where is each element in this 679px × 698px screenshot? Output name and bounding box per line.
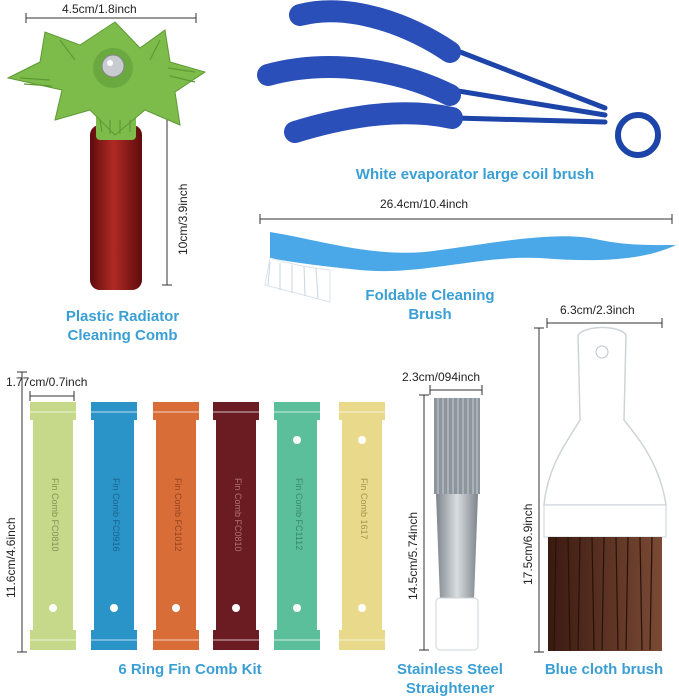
radiator-comb: [6, 21, 207, 290]
dimension-lines: [17, 13, 673, 653]
fin-comb-kit-label: 6 Ring Fin Comb Kit: [118, 661, 262, 678]
foldable-brush: [264, 232, 676, 303]
straightener-label: Stainless Steel Straightener: [380, 660, 520, 698]
steel-straightener: [434, 398, 480, 651]
radiator-label-line2: Cleaning Comb: [67, 327, 178, 344]
ring-comb-4: [213, 402, 259, 650]
cloth-brush-height-dimension: 17.5cm/6.9inch: [521, 503, 535, 585]
radiator-label-line1: Plastic Radiator: [65, 308, 180, 325]
radiator-width-dimension: 4.5cm/1.8inch: [62, 2, 137, 16]
straightener-label-line2: Straightener: [405, 680, 495, 697]
ring-comb-2-text: Fin Comb FC0916: [111, 478, 121, 552]
radiator-comb-label: Plastic Radiator Cleaning Comb: [40, 307, 205, 345]
straightener-width-dimension: 2.3cm/094inch: [402, 370, 481, 384]
straightener-label-line1: Stainless Steel: [397, 661, 503, 678]
cloth-brush: [543, 326, 667, 651]
foldable-brush-label: Foldable Cleaning Brush: [340, 286, 520, 324]
straightener-height-dimension: 14.5cm/5.74inch: [406, 511, 420, 600]
ring-comb-1: [30, 402, 76, 650]
cloth-brush-label: Blue cloth brush: [544, 661, 664, 678]
ring-comb-3: [153, 402, 199, 650]
ring-comb-height-dimension: 11.6cm/4.6inch: [4, 517, 18, 599]
coil-brush-label: White evaporator large coil brush: [355, 166, 595, 183]
ring-comb-1-text: Fin Comb FC0810: [50, 478, 60, 552]
ring-fin-combs: [30, 402, 385, 650]
ring-comb-5: [274, 402, 320, 650]
foldable-label-line2: Brush: [408, 306, 452, 323]
ring-comb-3-text: Fin Comb FC1012: [173, 478, 183, 552]
foldable-width-dimension: 26.4cm/10.4inch: [380, 197, 469, 211]
ring-comb-width-dimension: 1.77cm/0.7inch: [6, 375, 88, 389]
coil-brush: [257, 0, 661, 158]
ring-comb-5-text: Fin Comb FC1112: [294, 478, 304, 551]
ring-comb-6: [339, 402, 385, 650]
ring-comb-6-text: Fin Comb 1617: [359, 478, 369, 540]
ring-comb-2: [91, 402, 137, 650]
ring-comb-4-text: Fin Comb FC0810: [233, 478, 243, 552]
cloth-brush-width-dimension: 6.3cm/2.3inch: [560, 303, 635, 317]
foldable-label-line1: Foldable Cleaning: [365, 287, 495, 304]
radiator-height-dimension: 10cm/3.9inch: [176, 183, 190, 255]
